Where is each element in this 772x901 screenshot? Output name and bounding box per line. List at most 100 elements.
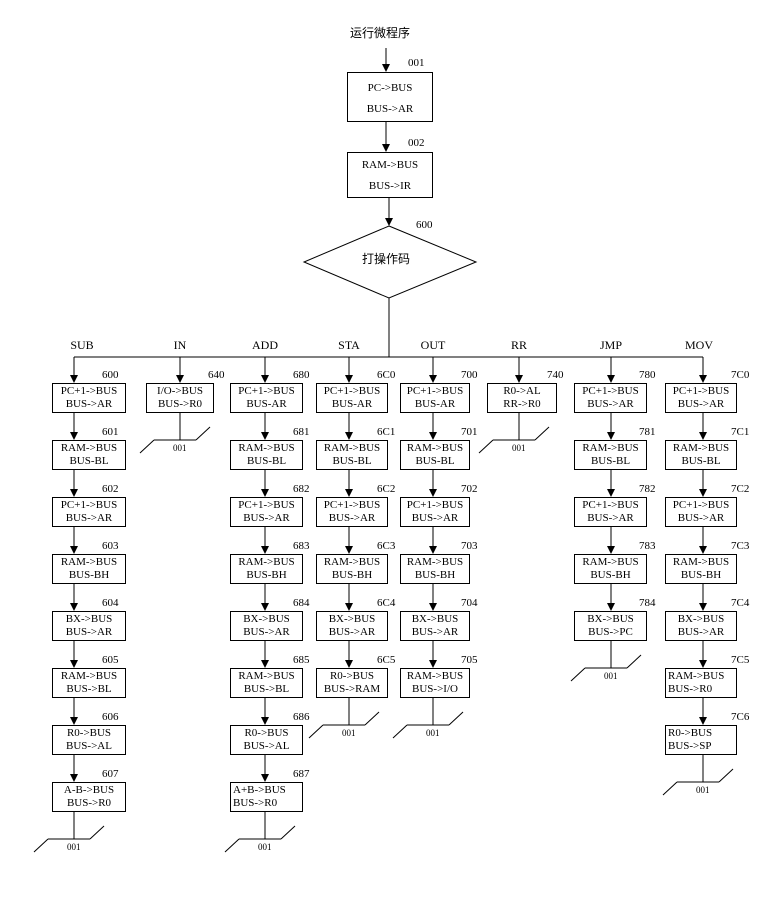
- step-line: PC+1->BUS: [323, 499, 381, 511]
- arrowhead: [70, 660, 78, 668]
- arrowhead: [429, 660, 437, 668]
- terminal-line: [224, 838, 240, 853]
- step-line: RAM->BUS: [406, 442, 464, 454]
- arrowhead: [607, 546, 615, 554]
- branch-name: OUT: [420, 338, 446, 352]
- arrowhead: [607, 432, 615, 440]
- step-line: RAM->BUS: [323, 556, 381, 568]
- step-address: 680: [293, 369, 310, 381]
- step-line: PC+1->BUS: [406, 385, 464, 397]
- step-line: BUS->AR: [587, 512, 634, 524]
- step-line: BUS->AR: [587, 398, 634, 410]
- end-address: 001: [173, 443, 187, 453]
- step-address: 700: [461, 369, 478, 381]
- step-line: BUS->R0: [668, 683, 713, 695]
- step-address: 781: [639, 426, 656, 438]
- step-address: 780: [639, 369, 656, 381]
- decision-label: 打操作码: [362, 252, 411, 266]
- step-line: BUS->R0: [233, 797, 278, 809]
- decision-address: 600: [416, 219, 433, 231]
- branch-name: SUB: [70, 338, 94, 352]
- branch-name: JMP: [599, 338, 622, 352]
- branch-name: ADD: [252, 338, 278, 352]
- arrowhead: [382, 64, 390, 72]
- step-line: BUS-BL: [590, 455, 631, 467]
- step-address: 7C4: [731, 597, 750, 609]
- step-address: 001: [408, 57, 425, 69]
- step-line: BUS->AR: [65, 512, 113, 524]
- step-address: 7C6: [731, 711, 750, 723]
- arrowhead: [261, 546, 269, 554]
- step-line: BUS->AR: [328, 512, 376, 524]
- terminal-line: [662, 781, 678, 796]
- step-line: BUS-BH: [68, 569, 110, 581]
- step-line: BUS->BL: [243, 683, 290, 695]
- terminal-line: [626, 654, 642, 669]
- step-line: BUS-BL: [332, 455, 372, 467]
- step-address: 640: [208, 369, 225, 381]
- terminal-line: [280, 825, 296, 840]
- arrowhead: [429, 489, 437, 497]
- end-address: 001: [512, 443, 526, 453]
- terminal-line: [89, 825, 105, 840]
- step-line: BX->BUS: [243, 613, 290, 625]
- step-line: RAM->BUS: [238, 556, 295, 568]
- step-address: 683: [293, 540, 310, 552]
- step-address: 604: [102, 597, 119, 609]
- arrowhead: [345, 603, 353, 611]
- step-address: 704: [461, 597, 478, 609]
- terminal-line: [139, 439, 155, 454]
- step-line: RAM->BUS: [238, 442, 295, 454]
- step-address: 601: [102, 426, 119, 438]
- step-line: BUS-BH: [414, 569, 456, 581]
- end-address: 001: [696, 785, 710, 795]
- arrowhead: [607, 489, 615, 497]
- step-address: 684: [293, 597, 310, 609]
- step-line: BUS->AR: [328, 626, 376, 638]
- arrowhead: [429, 432, 437, 440]
- step-line: BUS-BL: [415, 455, 455, 467]
- terminal-line: [392, 724, 408, 739]
- step-address: 686: [293, 711, 310, 723]
- step-line: R0->BUS: [66, 727, 112, 739]
- step-line: BUS->AR: [411, 626, 459, 638]
- step-line: PC+1->BUS: [238, 499, 295, 511]
- arrowhead: [70, 774, 78, 782]
- step-line: PC+1->BUS: [672, 499, 730, 511]
- terminal-line: [448, 711, 464, 726]
- step-line: RR->R0: [503, 398, 541, 410]
- step-line: BUS->AR: [677, 398, 725, 410]
- arrowhead: [70, 603, 78, 611]
- terminal-line: [534, 426, 550, 441]
- step-line: RAM->BUS: [361, 159, 419, 171]
- arrowhead: [385, 218, 393, 226]
- step-address: 6C1: [377, 426, 396, 438]
- step-line: BUS-BL: [246, 455, 287, 467]
- step-line: BUS->RAM: [323, 683, 381, 695]
- step-line: BUS->AR: [65, 626, 113, 638]
- step-address: 606: [102, 711, 119, 723]
- arrowhead: [345, 432, 353, 440]
- step-line: BUS->AL: [243, 740, 290, 752]
- step-line: BX->BUS: [411, 613, 459, 625]
- step-address: 784: [639, 597, 656, 609]
- step-line: PC+1->BUS: [60, 385, 118, 397]
